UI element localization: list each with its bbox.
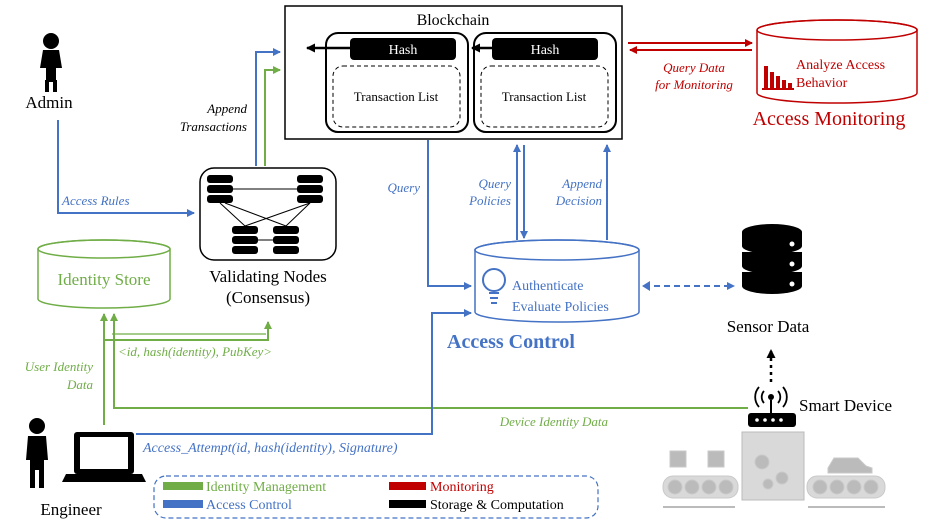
block-1: Hash Transaction List <box>325 32 469 133</box>
register-id-arrow <box>103 321 272 425</box>
access-monitoring-line2: Behavior <box>796 76 848 91</box>
access-rules-label: Access Rules <box>61 193 130 208</box>
validating-nodes: Validating Nodes (Consensus) <box>199 167 337 307</box>
database-icon <box>742 224 802 294</box>
identity-store-label: Identity Store <box>57 270 150 289</box>
validating-nodes-line2: (Consensus) <box>226 288 310 307</box>
access-attempt-label: Access_Attempt(id, hash(identity), Signa… <box>142 441 398 456</box>
admin: Admin <box>25 33 73 112</box>
bar-chart-icon <box>762 66 794 90</box>
sensor-access-arrow-back <box>642 281 650 291</box>
access-control-line1: Authenticate <box>512 279 584 294</box>
identity-store: Identity Store <box>37 239 171 309</box>
legend-monitoring-label: Monitoring <box>430 480 494 495</box>
access-rules-arrow <box>57 120 195 217</box>
query-label: Query <box>388 180 421 195</box>
user-identity-label-1: User Identity <box>25 359 93 374</box>
legend: Identity Management Access Control Monit… <box>153 475 599 519</box>
engineer-label: Engineer <box>40 500 102 519</box>
append-transactions-label-2: Transactions <box>180 119 247 134</box>
legend-identity-management-label: Identity Management <box>206 480 326 495</box>
legend-identity-management: Identity Management <box>163 480 326 495</box>
access-control: Authenticate Evaluate Policies Access Co… <box>447 239 640 353</box>
register-id-label: <id, hash(identity), PubKey> <box>118 344 272 359</box>
access-monitoring-line1: Analyze Access <box>796 58 885 73</box>
append-decision-label-1: Append <box>561 176 602 191</box>
engineer: Engineer <box>26 418 146 519</box>
query-data-label-2: for Monitoring <box>655 77 733 92</box>
append-transactions-label-1: Append <box>206 101 247 116</box>
sensor-data-label: Sensor Data <box>727 317 810 336</box>
block-1-hash-label: Hash <box>389 43 418 58</box>
append-decision-label-2: Decision <box>555 193 602 208</box>
smart-device-label: Smart Device <box>799 396 892 415</box>
query-policies-label-1: Query <box>479 176 512 191</box>
admin-label: Admin <box>25 93 73 112</box>
blockchain-container: Blockchain Hash Transaction List Hash Tr… <box>284 5 623 140</box>
legend-access-control-label: Access Control <box>206 498 292 513</box>
validating-nodes-line1: Validating Nodes <box>209 267 327 286</box>
engineer-person-icon <box>26 418 48 488</box>
legend-storage-computation: Storage & Computation <box>389 498 564 513</box>
query-policies-label-2: Policies <box>468 193 511 208</box>
device-identity-arrow <box>110 313 748 409</box>
sensor-data: Sensor Data <box>727 224 810 336</box>
access-monitoring-title: Access Monitoring <box>753 108 906 130</box>
block-1-tx-list: Transaction List <box>354 89 439 104</box>
block-2: Hash Transaction List <box>473 32 617 133</box>
query-data-label-1: Query Data <box>663 60 725 75</box>
user-identity-label-2: Data <box>66 377 94 392</box>
append-transactions-blue-arrow <box>255 48 281 166</box>
smart-device: Smart Device <box>662 386 892 508</box>
legend-monitoring: Monitoring <box>389 480 494 495</box>
device-identity-label: Device Identity Data <box>499 414 609 429</box>
access-control-line2: Evaluate Policies <box>512 300 609 315</box>
node-database-icon <box>207 175 323 254</box>
legend-storage-computation-label: Storage & Computation <box>430 498 564 513</box>
laptop-icon <box>62 432 146 482</box>
append-transactions-green-arrow <box>264 66 281 166</box>
access-control-title: Access Control <box>447 331 575 353</box>
admin-person-icon <box>40 33 62 92</box>
factory-conveyor-icon <box>662 431 886 508</box>
query-arrow <box>427 140 472 290</box>
wifi-router-icon <box>748 386 796 427</box>
block-2-hash-label: Hash <box>531 43 560 58</box>
access-monitoring: Analyze Access Behavior Access Monitorin… <box>753 19 918 130</box>
block-2-tx-list: Transaction List <box>502 89 587 104</box>
blockchain-title: Blockchain <box>417 12 490 29</box>
access-attempt-arrow <box>136 309 472 435</box>
lightbulb-icon <box>482 268 506 304</box>
legend-access-control: Access Control <box>163 498 292 513</box>
